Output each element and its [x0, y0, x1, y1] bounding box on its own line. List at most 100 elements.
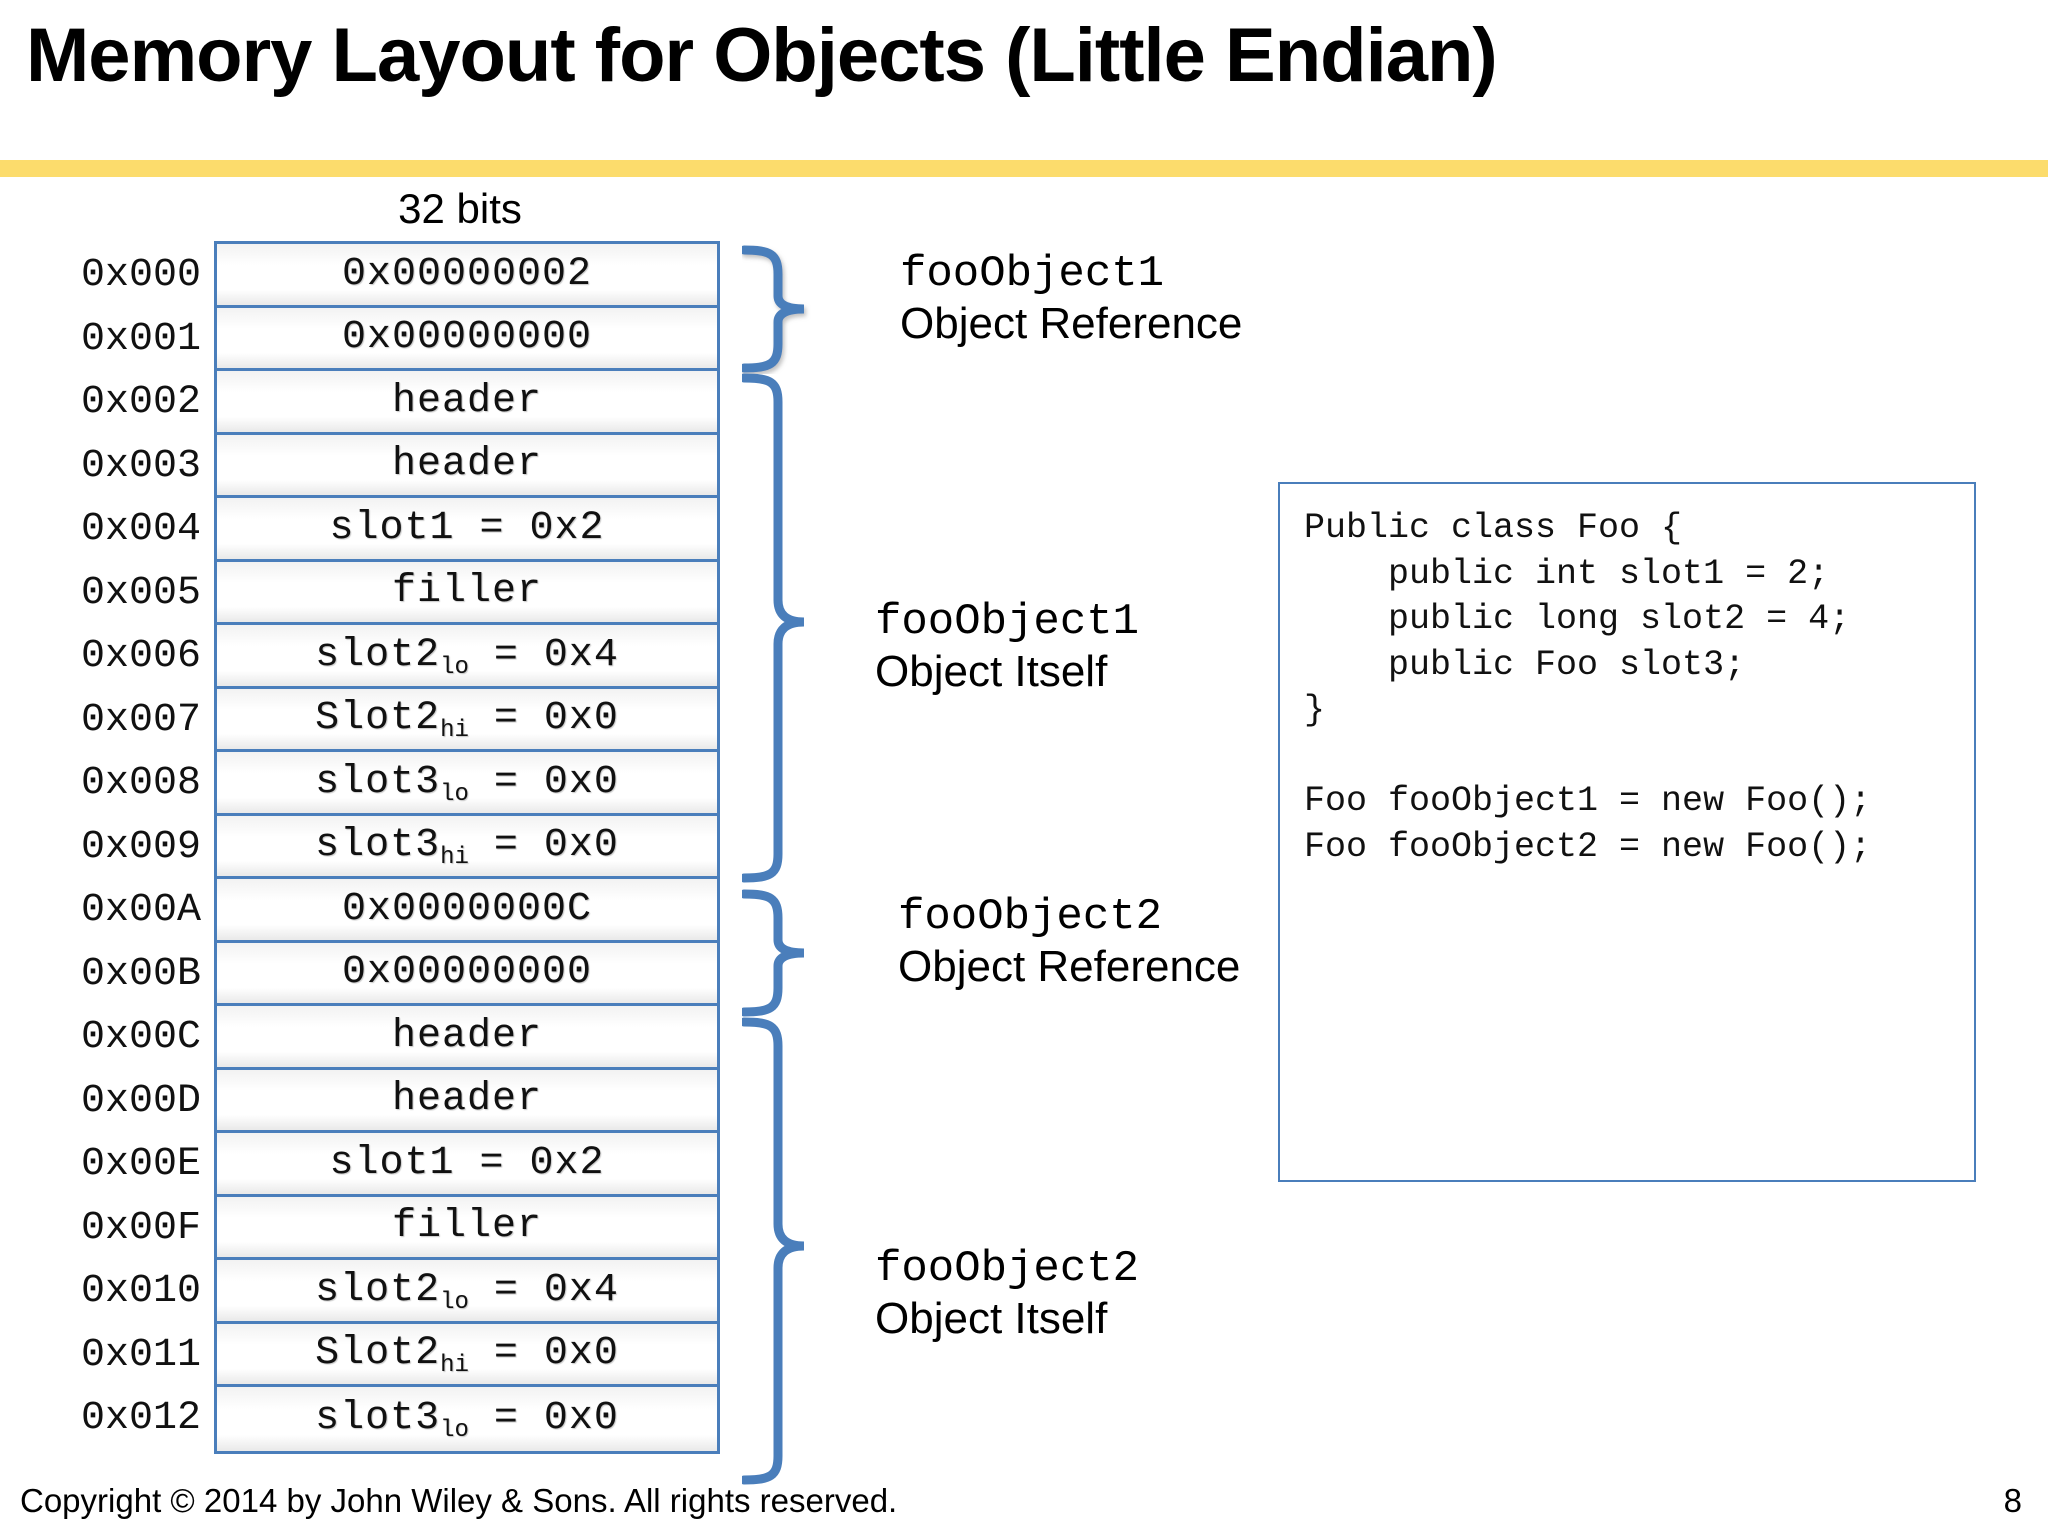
table-row: 0x000 0x00000002 — [81, 244, 717, 308]
memory-cell-value: header — [391, 1013, 543, 1059]
brace-fooobject1-itself — [742, 372, 814, 884]
table-row: 0x009 slot3hi = 0x0 — [81, 815, 717, 879]
memory-address-label: 0x012 — [80, 1396, 201, 1441]
memory-address-label: 0x006 — [80, 634, 201, 679]
memory-cell-base: slot3 — [315, 823, 441, 869]
page-title: Memory Layout for Objects (Little Endian… — [26, 13, 1498, 98]
title-divider-rule — [0, 160, 2048, 177]
annotation-mono-label: fooObject2 — [898, 892, 1163, 942]
annotation-mono-label: fooObject1 — [875, 597, 1140, 647]
table-row: 0x011 Slot2hi = 0x0 — [81, 1323, 717, 1387]
table-row: 0x008 slot3lo = 0x0 — [81, 752, 717, 816]
memory-cell-subscript: hi — [440, 844, 469, 872]
table-row: 0x001 0x00000000 — [81, 307, 717, 371]
memory-cell-value: slot2lo = 0x4 — [315, 632, 619, 681]
memory-cell-value: header — [391, 378, 543, 424]
annotation-sans-label: Object Itself — [875, 647, 1108, 697]
bits-label-text: 32 bits — [384, 185, 536, 232]
annotation-fooobject1-reference: fooObject1 Object Reference — [900, 249, 1243, 349]
table-row: 0x00C header — [81, 1006, 717, 1070]
table-row: 0x004 slot1 = 0x2 — [81, 498, 717, 562]
memory-cell-base: slot3 — [315, 1396, 441, 1442]
footer-page-number: 8 — [2003, 1482, 2022, 1519]
memory-address-label: 0x00D — [80, 1078, 201, 1124]
memory-cell-value: slot3lo = 0x0 — [315, 1396, 619, 1445]
memory-cell-tail: = 0x0 — [468, 759, 619, 805]
code-sample-box: Public class Foo { public int slot1 = 2;… — [1278, 482, 1976, 1182]
memory-address-label: 0x00F — [80, 1205, 201, 1251]
table-row: 0x00F filler — [81, 1196, 717, 1260]
memory-address-label: 0x005 — [80, 570, 201, 616]
memory-address-label: 0x001 — [80, 316, 201, 362]
annotation-mono-label: fooObject1 — [900, 249, 1165, 299]
memory-address-label: 0x011 — [80, 1332, 201, 1378]
memory-address-label: 0x004 — [80, 507, 201, 552]
memory-cell-value: 0x0000000C — [341, 886, 593, 932]
bits-label: 32 bits — [205, 184, 715, 234]
memory-cell-value: Slot2hi = 0x0 — [315, 1331, 619, 1380]
memory-cell-base: slot2 — [315, 632, 441, 678]
table-row: 0x00E slot1 = 0x2 — [81, 1133, 717, 1197]
memory-cell-tail: = 0x0 — [468, 696, 619, 742]
memory-cell-subscript: lo — [440, 653, 469, 681]
memory-cell-value: 0x00000002 — [341, 251, 593, 297]
table-row: 0x003 header — [81, 434, 717, 498]
memory-cell-value: 0x00000000 — [341, 315, 593, 361]
memory-address-label: 0x00B — [80, 951, 201, 997]
memory-cell-tail: = 0x4 — [468, 632, 619, 678]
memory-cell-value: filler — [391, 569, 543, 615]
memory-layout-table: 0x000 0x00000002 0x001 0x00000000 0x002 heade… — [81, 241, 720, 1454]
annotation-mono-label: fooObject2 — [875, 1244, 1140, 1294]
memory-cell-value: slot1 = 0x2 — [329, 1140, 605, 1186]
memory-cell-value: slot2lo = 0x4 — [315, 1267, 619, 1316]
memory-cell-base: slot2 — [315, 1267, 441, 1313]
table-row: 0x006 slot2lo = 0x4 — [81, 625, 717, 689]
table-row: 0x012 slot3lo = 0x0 — [81, 1387, 717, 1451]
table-row: 0x010 slot2lo = 0x4 — [81, 1260, 717, 1324]
brace-fooobject2-reference — [742, 888, 814, 1018]
memory-cell-value: slot3lo = 0x0 — [315, 759, 619, 808]
memory-address-label: 0x00C — [80, 1015, 201, 1060]
brace-fooobject1-reference — [742, 244, 814, 374]
annotation-sans-label: Object Reference — [900, 299, 1243, 349]
memory-cell-subscript: lo — [440, 1288, 469, 1316]
memory-address-label: 0x010 — [80, 1269, 201, 1314]
memory-cell-subscript: lo — [440, 1417, 469, 1445]
memory-cell-tail: = 0x0 — [468, 823, 619, 869]
memory-cell-subscript: hi — [440, 1352, 469, 1380]
table-row: 0x005 filler — [81, 561, 717, 625]
memory-cell-tail: = 0x0 — [468, 1331, 619, 1377]
table-row: 0x00B 0x00000000 — [81, 942, 717, 1006]
memory-cell-value: header — [391, 1077, 543, 1123]
memory-address-label: 0x007 — [80, 697, 201, 743]
memory-cell-tail: = 0x0 — [468, 1396, 619, 1442]
memory-cell-subscript: hi — [440, 717, 469, 745]
memory-cell-value: filler — [391, 1204, 543, 1250]
memory-cell-value: slot1 = 0x2 — [329, 505, 605, 551]
memory-cell-value: Slot2hi = 0x0 — [315, 696, 619, 745]
memory-cell-base: Slot2 — [315, 1331, 441, 1377]
memory-cell-value: header — [391, 442, 543, 488]
memory-address-label: 0x008 — [80, 761, 201, 806]
annotation-fooobject2-reference: fooObject2 Object Reference — [898, 892, 1240, 992]
table-row: 0x007 Slot2hi = 0x0 — [81, 688, 717, 752]
table-row: 0x00D header — [81, 1069, 717, 1133]
footer-copyright: Copyright © 2014 by John Wiley & Sons. A… — [20, 1482, 898, 1519]
annotation-sans-label: Object Itself — [875, 1294, 1108, 1344]
annotation-fooobject2-itself: fooObject2 Object Itself — [875, 1244, 1140, 1344]
memory-address-label: 0x003 — [80, 443, 201, 489]
memory-cell-tail: = 0x4 — [468, 1267, 619, 1313]
memory-address-label: 0x009 — [80, 824, 201, 870]
memory-address-label: 0x00E — [80, 1142, 201, 1187]
memory-cell-subscript: lo — [440, 780, 469, 808]
annotation-fooobject1-itself: fooObject1 Object Itself — [875, 597, 1140, 697]
brace-fooobject2-itself — [742, 1016, 814, 1486]
table-row: 0x002 header — [81, 371, 717, 435]
memory-cell-value: 0x00000000 — [341, 950, 593, 996]
memory-cell-value: slot3hi = 0x0 — [315, 823, 619, 872]
code-sample-text: Public class Foo { public int slot1 = 2;… — [1304, 508, 1872, 867]
memory-address-label: 0x002 — [80, 380, 201, 425]
memory-address-label: 0x000 — [80, 253, 201, 298]
memory-cell-base: slot3 — [315, 759, 441, 805]
